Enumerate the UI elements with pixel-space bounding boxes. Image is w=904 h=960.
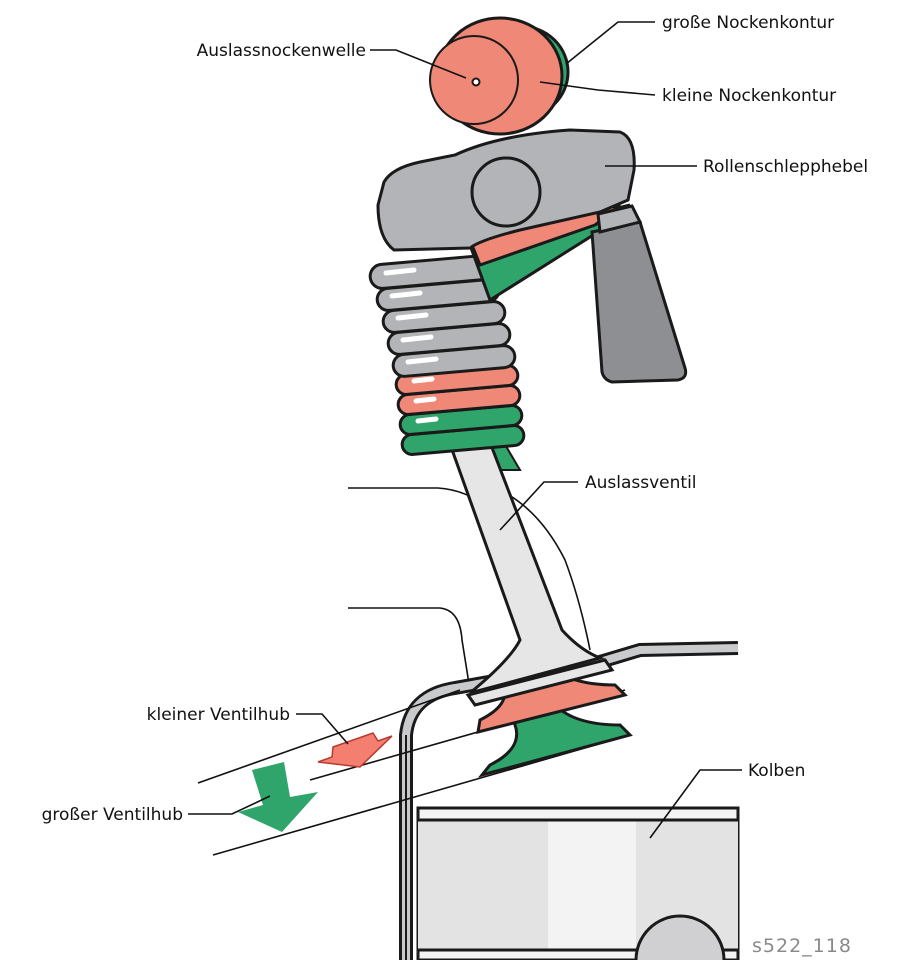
label-exhaust-valve: Auslassventil bbox=[585, 473, 697, 493]
label-small-cam-profile: kleine Nockenkontur bbox=[662, 86, 836, 106]
figure-code: s522_118 bbox=[752, 935, 852, 957]
label-small-valve-lift: kleiner Ventilhub bbox=[147, 705, 290, 725]
exhaust-camshaft bbox=[430, 18, 568, 134]
label-large-valve-lift: großer Ventilhub bbox=[42, 805, 183, 825]
piston bbox=[418, 808, 738, 960]
label-roller-finger-follower: Rollenschlepphebel bbox=[703, 157, 868, 177]
label-piston: Kolben bbox=[748, 761, 805, 781]
small-lift-arrow bbox=[318, 733, 392, 767]
support-element bbox=[592, 206, 686, 382]
large-lift-arrow bbox=[238, 762, 318, 832]
label-large-cam-profile: große Nockenkontur bbox=[662, 13, 834, 33]
label-exhaust-camshaft: Auslassnockenwelle bbox=[197, 41, 366, 61]
